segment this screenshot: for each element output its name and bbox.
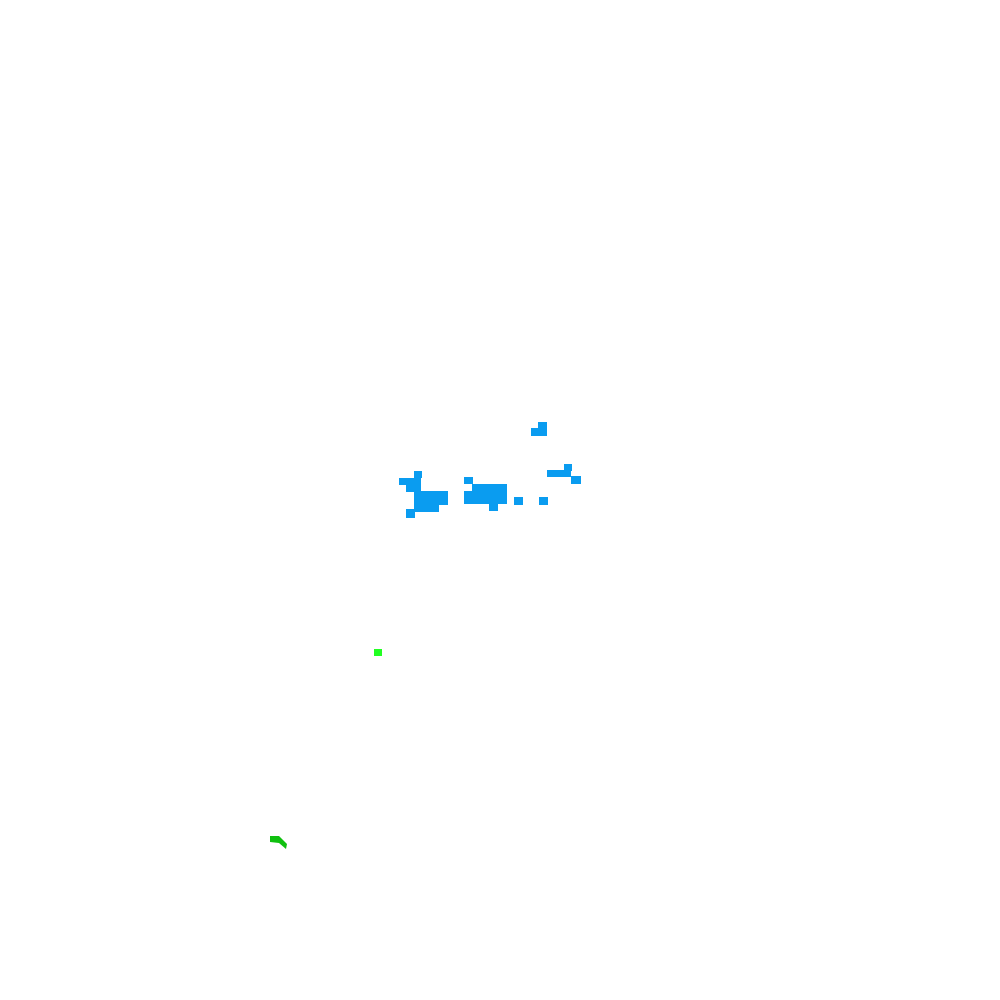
water-cell-icon — [571, 476, 581, 484]
water-cell-icon — [414, 491, 448, 500]
water-cell-icon — [472, 491, 507, 504]
water-cell-icon — [539, 497, 548, 505]
water-cell-icon — [464, 491, 473, 504]
water-cell-icon — [464, 477, 473, 484]
water-cell-icon — [531, 428, 547, 436]
water-cell-icon — [547, 470, 571, 477]
water-cell-icon — [538, 422, 547, 430]
water-cell-icon — [414, 471, 422, 478]
player-marker-icon — [374, 649, 382, 656]
water-cell-icon — [414, 499, 448, 505]
water-cell-icon — [514, 497, 523, 505]
water-cell-icon — [399, 478, 421, 485]
water-cell-icon — [564, 464, 572, 471]
water-cell-icon — [414, 504, 439, 512]
trail-marker-icon — [270, 836, 287, 849]
water-cluster — [399, 422, 581, 518]
entity-layer — [270, 649, 382, 849]
water-cell-icon — [406, 509, 415, 518]
water-cell-icon — [406, 484, 421, 492]
water-cell-icon — [472, 484, 507, 492]
water-cell-icon — [489, 502, 498, 511]
